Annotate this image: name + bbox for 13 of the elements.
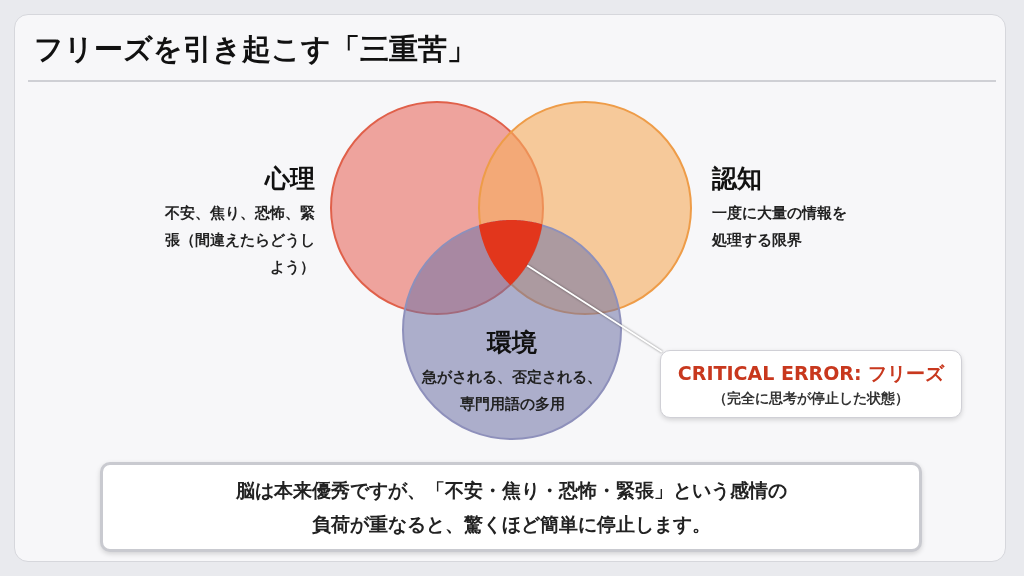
summary-text: 脳は本来優秀ですが、「不安・焦り・恐怖・緊張」という感情の負荷が重なると、驚くほど簡単に停止します。 — [234, 478, 788, 537]
circle-description: 一度に大量の情報を処理する限界 — [712, 203, 848, 251]
circle-heading: 認知 — [712, 163, 763, 195]
circle-heading: 心理 — [263, 163, 315, 195]
circle-description: 不安、焦り、恐怖、緊張（間違えたらどうしよう） — [164, 203, 315, 278]
title: フリーズを引き起こす「三重苦」 — [34, 31, 476, 68]
message-box — [100, 462, 922, 552]
error-description: （完全に思考が停止した状態） — [713, 389, 909, 408]
circle-description: 急がされる、否定される、専門用語の多用 — [420, 367, 603, 415]
circle-heading: 環境 — [485, 327, 538, 359]
leader-line — [526, 264, 663, 353]
callout-box — [660, 350, 962, 418]
error-heading: CRITICAL ERROR: フリーズ — [677, 361, 945, 386]
